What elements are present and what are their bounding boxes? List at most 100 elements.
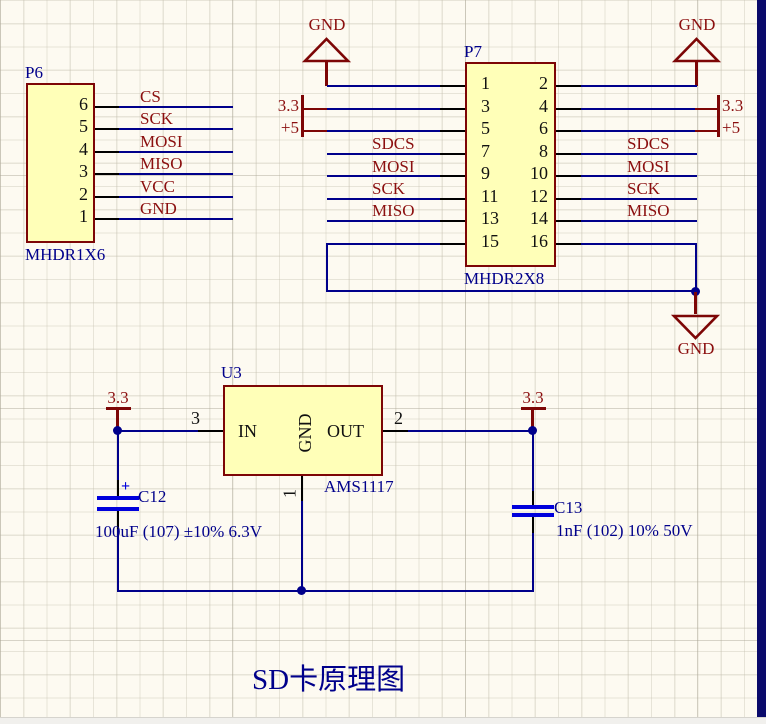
pin-stub[interactable] <box>95 151 119 153</box>
wire[interactable] <box>301 501 303 591</box>
pin-stub[interactable] <box>440 198 465 200</box>
pin-stub[interactable] <box>556 175 581 177</box>
wire[interactable] <box>327 153 440 155</box>
u3-box[interactable] <box>223 385 383 476</box>
power-bar[interactable] <box>521 407 546 410</box>
u3-comment[interactable]: AMS1117 <box>324 477 394 496</box>
wire[interactable] <box>408 430 533 432</box>
pin-stub[interactable] <box>95 106 119 108</box>
net-label-sck[interactable]: SCK <box>372 179 406 198</box>
power-bar[interactable] <box>301 95 304 137</box>
power-label-3v3[interactable]: 3.3 <box>522 388 544 407</box>
pin-stub[interactable] <box>440 175 465 177</box>
net-label-mosi[interactable]: MOSI <box>140 132 183 151</box>
pin-stub[interactable] <box>440 153 465 155</box>
net-label-sdcs[interactable]: SDCS <box>627 134 670 153</box>
c13-value[interactable]: 1nF (102) 10% 50V <box>556 521 693 540</box>
gnd-arrow-icon[interactable] <box>301 37 352 63</box>
wire[interactable] <box>532 431 534 491</box>
wire[interactable] <box>581 130 695 132</box>
net-label-cs[interactable]: CS <box>140 87 161 106</box>
wire[interactable] <box>327 198 440 200</box>
wire[interactable] <box>327 243 440 245</box>
p6-designator[interactable]: P6 <box>25 63 43 82</box>
gnd-arrow-icon[interactable] <box>670 314 721 340</box>
wire[interactable] <box>581 153 697 155</box>
pin-stub[interactable] <box>556 198 581 200</box>
pin-stub[interactable] <box>95 218 119 220</box>
net-label-sck[interactable]: SCK <box>140 109 174 128</box>
gnd-label[interactable]: GND <box>678 15 716 34</box>
gnd-arrow-icon[interactable] <box>671 37 722 63</box>
wire[interactable] <box>327 220 440 222</box>
c12-designator[interactable]: C12 <box>138 487 167 506</box>
bottom-scroll-area[interactable] <box>0 717 766 724</box>
wire[interactable] <box>581 175 697 177</box>
wire[interactable] <box>327 85 440 87</box>
net-label-vcc[interactable]: VCC <box>140 177 175 196</box>
pin-stub[interactable] <box>556 220 581 222</box>
pin-stub[interactable] <box>383 430 408 432</box>
pin-stub[interactable] <box>95 196 119 198</box>
pin-stub[interactable] <box>440 243 465 245</box>
capacitor-c12-plate[interactable] <box>97 496 139 500</box>
wire[interactable] <box>119 173 233 175</box>
power-label-5v[interactable]: +5 <box>280 118 299 137</box>
pin-stub[interactable] <box>95 128 119 130</box>
wire[interactable] <box>327 108 440 110</box>
power-bar[interactable] <box>717 95 720 137</box>
wire[interactable] <box>327 130 440 132</box>
wire[interactable] <box>117 590 534 592</box>
wire[interactable] <box>327 175 440 177</box>
wire[interactable] <box>119 151 233 153</box>
wire[interactable] <box>117 529 119 591</box>
power-label-3v3[interactable]: 3.3 <box>107 388 129 407</box>
wire[interactable] <box>117 431 119 480</box>
pin-stub[interactable] <box>556 130 581 132</box>
wire[interactable] <box>119 196 233 198</box>
capacitor-c13-plate[interactable] <box>512 505 554 509</box>
p7-designator[interactable]: P7 <box>464 42 482 61</box>
net-label-miso[interactable]: MISO <box>372 201 415 220</box>
pin-stub[interactable] <box>95 173 119 175</box>
wire[interactable] <box>581 198 697 200</box>
pin-stub[interactable] <box>440 108 465 110</box>
gnd-label[interactable]: GND <box>677 339 715 358</box>
u3-designator[interactable]: U3 <box>221 363 242 382</box>
wire[interactable] <box>118 430 198 432</box>
c12-value[interactable]: 100uF (107) ±10% 6.3V <box>95 522 263 541</box>
net-label-sck[interactable]: SCK <box>627 179 661 198</box>
pin-stub[interactable] <box>440 220 465 222</box>
p7-box[interactable] <box>465 62 556 267</box>
pin-stub[interactable] <box>440 130 465 132</box>
wire[interactable] <box>119 128 233 130</box>
net-label-mosi[interactable]: MOSI <box>627 157 670 176</box>
wire[interactable] <box>532 533 534 591</box>
power-label-3v3[interactable]: 3.3 <box>277 96 299 115</box>
c13-designator[interactable]: C13 <box>554 498 583 517</box>
net-label-mosi[interactable]: MOSI <box>372 157 415 176</box>
p6-footprint[interactable]: MHDR1X6 <box>25 245 106 264</box>
gnd-label[interactable]: GND <box>308 15 346 34</box>
p7-footprint[interactable]: MHDR2X8 <box>464 269 545 288</box>
power-bar[interactable] <box>106 407 131 410</box>
wire[interactable] <box>695 243 697 292</box>
capacitor-c13-plate[interactable] <box>512 513 554 517</box>
pin-stub[interactable] <box>556 243 581 245</box>
wire[interactable] <box>581 85 697 87</box>
wire[interactable] <box>581 108 695 110</box>
net-label-miso[interactable]: MISO <box>627 201 670 220</box>
wire[interactable] <box>119 106 233 108</box>
pin-stub[interactable] <box>198 430 223 432</box>
net-label-sdcs[interactable]: SDCS <box>372 134 415 153</box>
capacitor-c12-plate[interactable] <box>97 507 139 511</box>
pin-stub[interactable] <box>301 476 303 501</box>
wire[interactable] <box>581 243 695 245</box>
pin-stub[interactable] <box>556 108 581 110</box>
wire[interactable] <box>326 243 328 292</box>
net-label-miso[interactable]: MISO <box>140 154 183 173</box>
pin-stub[interactable] <box>440 85 465 87</box>
pin-stub[interactable] <box>556 153 581 155</box>
wire[interactable] <box>119 218 233 220</box>
wire[interactable] <box>581 220 697 222</box>
